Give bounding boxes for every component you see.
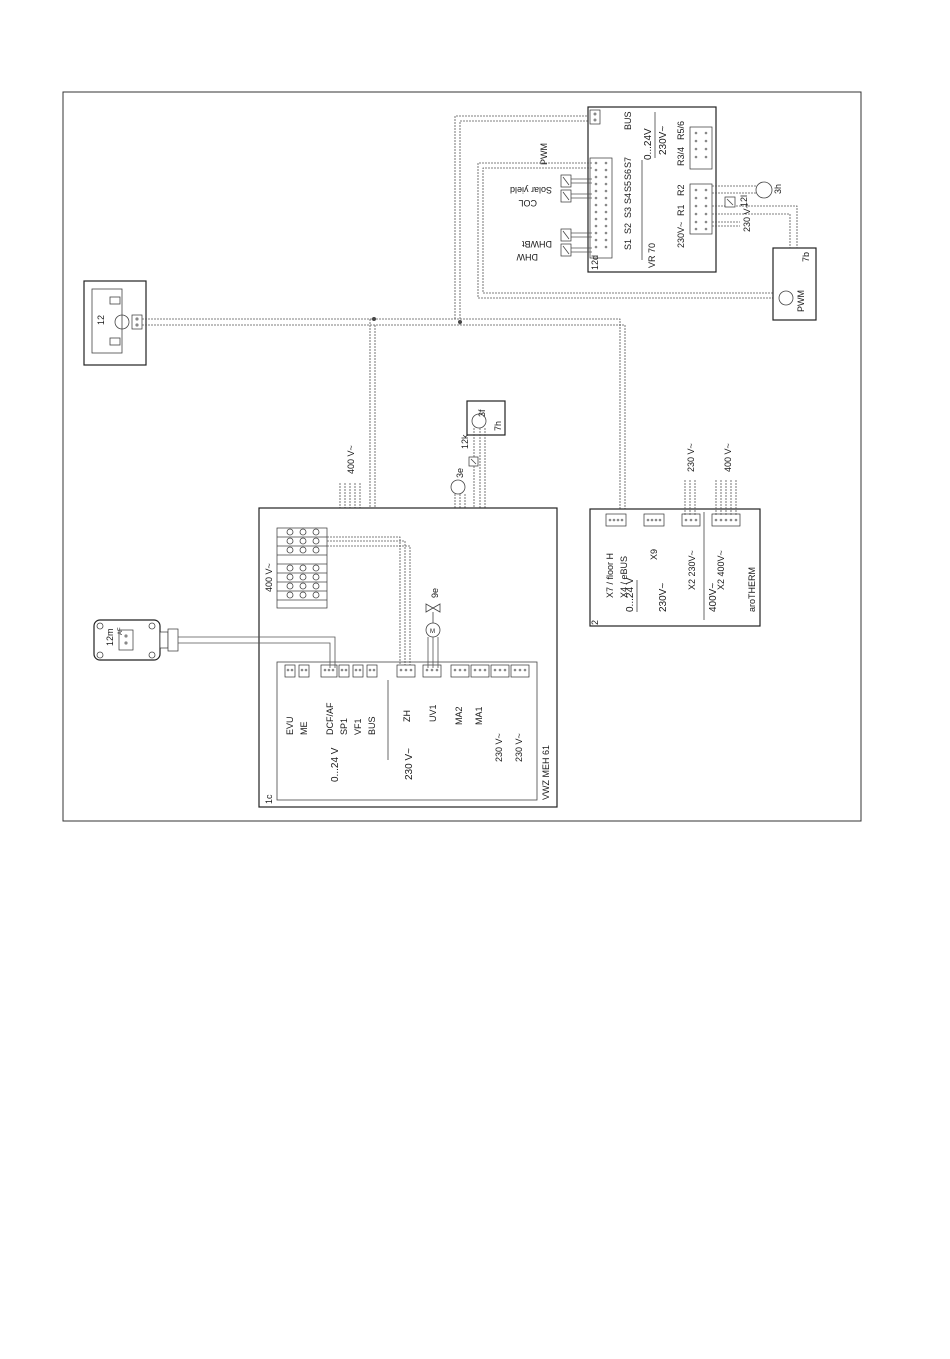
vr70-relay-r1: R1 — [676, 204, 686, 216]
meh61-low-voltage: 0...24 V — [330, 747, 341, 782]
vr70-relay-r34: R3/4 — [676, 147, 686, 166]
pump-3f-box: 3f 7h — [466, 400, 506, 436]
arotherm-supply-230: 230 V~ — [686, 443, 696, 472]
vr70-input-s6: S6 — [623, 169, 633, 180]
vr70-relay-pins — [694, 131, 708, 231]
pump-7b-box: 7b PWM — [712, 205, 817, 321]
pump-icon — [778, 290, 794, 306]
vr70-input-s1: S1 — [623, 239, 633, 250]
vr70-input-s2: S2 — [623, 223, 633, 234]
vr70-id: 12d — [590, 255, 600, 270]
pwm-wires: PWM — [477, 143, 778, 299]
sensor-solar-yield-icon — [560, 189, 572, 203]
sensor-solar-yield-label: Solar yield — [510, 185, 552, 195]
control-knob-icon — [114, 314, 130, 330]
meh61-label-vf1: VF1 — [353, 718, 363, 735]
item-12k-id: 12k — [460, 434, 470, 449]
pump-3f-icon — [471, 413, 487, 429]
ebus-wires — [142, 115, 626, 668]
sensor-dhwbt-icon — [560, 243, 572, 257]
pump-3h-icon — [755, 181, 773, 199]
meh61-label-zh: ZH — [402, 710, 412, 722]
vr70-input-s7: S7 — [623, 157, 633, 168]
vr70-relay-r2: R2 — [676, 184, 686, 196]
vr70-sensors: DHW DHWBt COL Solar yield — [510, 174, 592, 262]
item-12l: 12l — [724, 195, 749, 208]
meh61-high-voltage: 230 V~ — [404, 748, 415, 780]
arotherm-supply: 230 V~ 400 V~ — [684, 443, 737, 516]
vr70-relay-r56: R5/6 — [676, 121, 686, 140]
vr70-relay-supply: 230V~ — [676, 222, 686, 248]
vr70-voltage-low: 0...24V — [643, 128, 654, 160]
pump-7b-id: 7b — [801, 252, 811, 262]
pump-3h-id: 3h — [773, 184, 783, 194]
pump-3f-id: 3f — [477, 409, 487, 417]
meh61-label-ma2: MA2 — [454, 706, 464, 725]
sensor-12m: 12m AF — [93, 619, 336, 668]
meh61-terminal-block — [276, 527, 328, 609]
pump-3h: 3h — [712, 181, 783, 199]
arotherm-x2b-label: X2 400V~ — [716, 550, 726, 590]
meh61-label-230v-a: 230 V~ — [494, 733, 504, 762]
control-unit-label: 12 — [96, 315, 106, 325]
supply-400-label: 400 V~ — [346, 445, 356, 474]
meh61-label-bus: BUS — [367, 716, 377, 735]
sensor-col-label: COL — [518, 198, 537, 208]
arotherm-module: 2 aroTHERM X7 / floor H X4 / eBUS X9 X2 … — [589, 508, 761, 627]
pump-3e-icon — [450, 479, 466, 495]
arotherm-high-voltage: 400V~ — [708, 583, 719, 612]
pump-7b-pwm: PWM — [796, 290, 806, 312]
vr70-bus-label: BUS — [623, 111, 633, 130]
meh61-title: VWZ MEH 61 — [541, 745, 551, 800]
vr70-supply-label: 230 V~ — [742, 203, 752, 232]
arotherm-id: 2 — [590, 620, 600, 625]
vr70-supply: 230 V~ — [712, 203, 752, 232]
arotherm-title: aroTHERM — [747, 567, 757, 612]
vr70-input-pins — [594, 161, 608, 249]
arotherm-mid-voltage: 230V~ — [658, 583, 669, 612]
sensor-col-icon — [560, 174, 572, 188]
meh61-label-me: ME — [299, 722, 309, 736]
meh61-high-voltage-terminals — [396, 664, 530, 678]
arotherm-low-voltage: 0...24 V — [625, 577, 636, 612]
sensor-12m-id: 12m — [105, 628, 115, 646]
valve-9e: M 9e — [425, 588, 441, 668]
arotherm-x9-label: X9 — [649, 549, 659, 560]
vr70-input-s4: S4 — [623, 193, 633, 204]
arotherm-x2a-label: X2 230V~ — [687, 550, 697, 590]
pump-3f-box-id: 7h — [493, 421, 503, 431]
meh61-low-voltage-terminals — [284, 664, 378, 678]
sensor-dhw-icon — [560, 228, 572, 242]
meh61-terminal-block-label: 400 V~ — [264, 563, 274, 592]
vr70-pwm-label: PWM — [539, 143, 549, 165]
meh61-label-sp1: SP1 — [339, 718, 349, 735]
valve-icon — [425, 603, 441, 613]
arotherm-x7-label: X7 / floor H — [605, 553, 615, 598]
valve-9e-id: 9e — [430, 588, 440, 598]
sensor-dhw-label: DHW — [516, 252, 538, 262]
vr70-title: VR 70 — [647, 243, 657, 268]
meh61-label-evu: EVU — [285, 716, 295, 735]
vr70-input-s5: S5 — [623, 181, 633, 192]
vr70-voltage-high: 230V~ — [658, 126, 669, 155]
sensor-12m-af: AF — [118, 627, 124, 635]
meh61-id: 1c — [264, 794, 274, 804]
meh61-label-ma1: MA1 — [474, 706, 484, 725]
meh61-label-uv1: UV1 — [428, 704, 438, 722]
control-unit-12: 12 — [83, 280, 147, 366]
sensor-dhwbt-label: DHWBt — [522, 239, 552, 249]
vr70-module: BUS S1 S2 S3 S4 S5 S6 S7 VR 70 12d — [587, 106, 717, 273]
pump-3e-id: 3e — [455, 468, 465, 478]
meh61-label-230v-b: 230 V~ — [514, 733, 524, 762]
svg-text:M: M — [430, 629, 435, 635]
arotherm-supply-400: 400 V~ — [723, 443, 733, 472]
meh61-label-dcf-af: DCF/AF — [325, 702, 335, 735]
vr70-input-s3: S3 — [623, 207, 633, 218]
diagram-frame — [62, 91, 862, 822]
arotherm-x4-label: X4 / eBUS — [619, 556, 629, 598]
meh61-module: 1c VWZ MEH 61 400 V~ — [258, 507, 558, 808]
item-12l-id: 12l — [739, 195, 749, 207]
